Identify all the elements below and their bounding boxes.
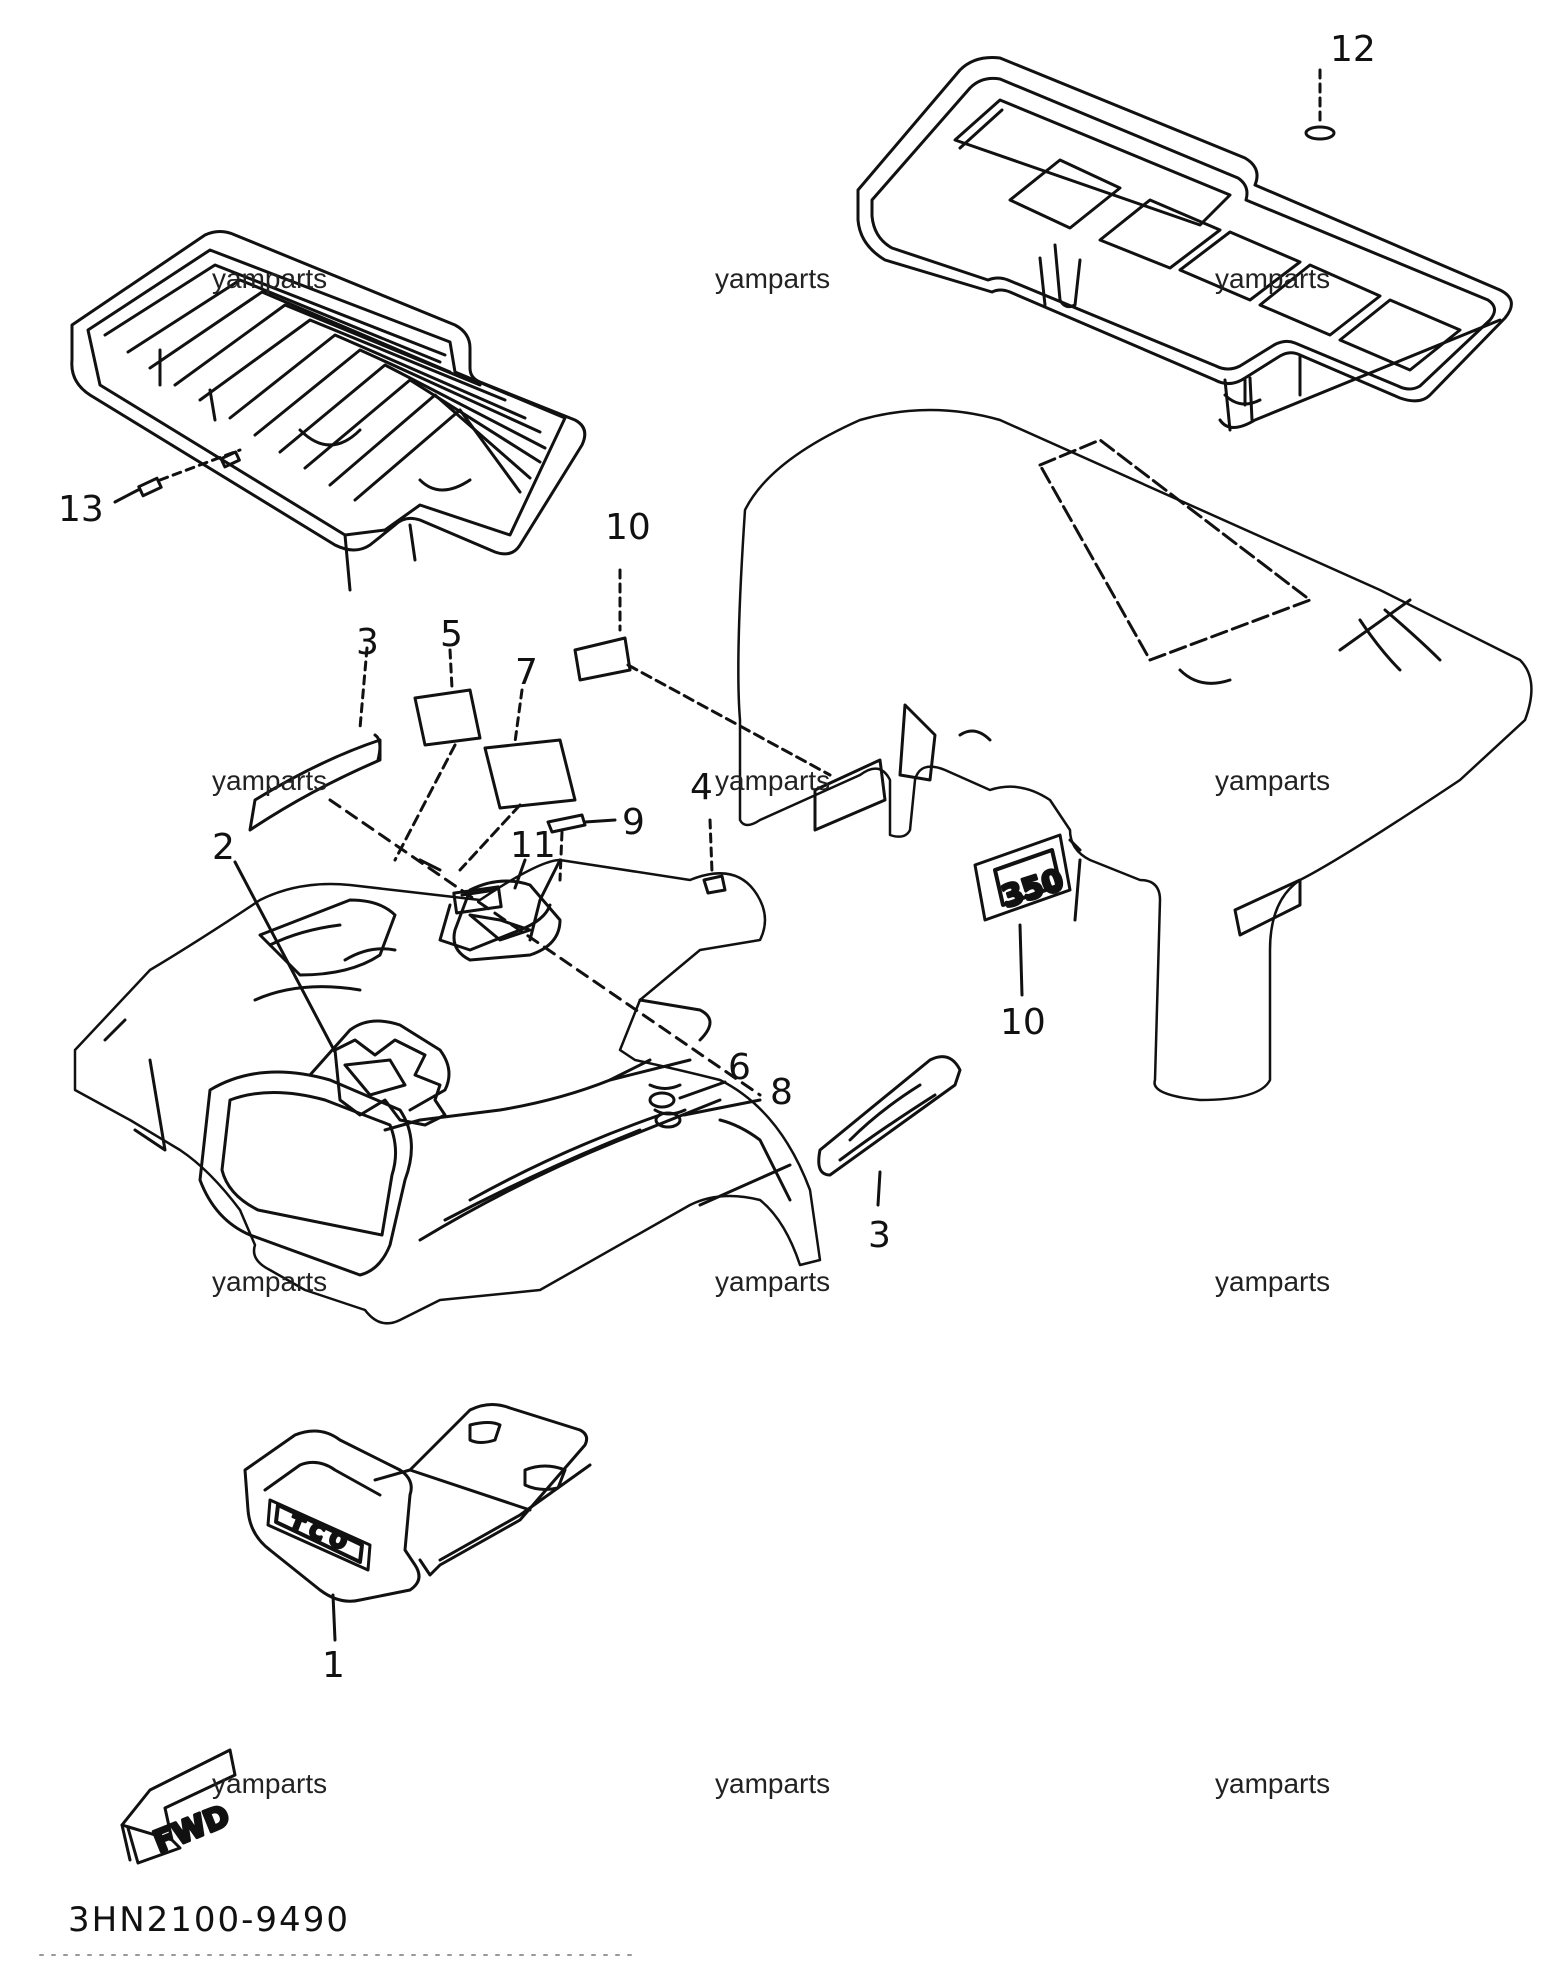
callout-10-lower: 10: [1000, 1002, 1046, 1043]
clip-part-13: [113, 448, 242, 504]
leader-part-2: [233, 860, 337, 1054]
decal-part-3-right: [817, 1055, 962, 1207]
fwd-arrow: FWD: [120, 1748, 237, 1865]
callout-1: 1: [322, 1645, 345, 1686]
decal-350-text: 350: [998, 863, 1068, 916]
callout-2: 2: [212, 827, 235, 868]
callout-12: 12: [1330, 29, 1376, 70]
part-6-8: [648, 1080, 762, 1129]
watermark: yamparts: [212, 765, 328, 796]
callout-5: 5: [440, 614, 463, 655]
decal-part-3-left: [248, 646, 762, 1097]
watermark: yamparts: [212, 263, 328, 294]
callout-7: 7: [515, 652, 538, 693]
part-4: [702, 818, 727, 895]
watermark: yamparts: [1215, 263, 1331, 294]
part-1-cover: T C O: [243, 1403, 592, 1642]
callout-4: 4: [690, 767, 713, 808]
decal-part-2: [333, 1038, 447, 1127]
diagram-code: 3HN2100-9490: [68, 1900, 350, 1940]
front-carrier: [70, 230, 587, 592]
watermark: yamparts: [715, 1768, 831, 1799]
fwd-arrow-text: FWD: [149, 1798, 235, 1860]
watermark: yamparts: [715, 765, 831, 796]
watermark: yamparts: [715, 1266, 831, 1297]
callout-3-right: 3: [868, 1215, 891, 1256]
callout-3-left: 3: [356, 622, 379, 663]
part-11: [452, 858, 527, 915]
callout-6: 6: [728, 1047, 751, 1088]
part-9: [546, 813, 617, 882]
decal-350: 350: [973, 833, 1072, 922]
callout-8: 8: [770, 1072, 793, 1113]
sticker-part-7: [458, 688, 577, 872]
clip-part-12: [1304, 68, 1336, 141]
callout-10-top: 10: [605, 507, 651, 548]
watermark: yamparts: [1215, 1768, 1331, 1799]
watermark: yamparts: [1215, 765, 1331, 796]
rear-fender: [737, 408, 1533, 1102]
rear-carrier: [856, 56, 1513, 432]
watermark: yamparts: [212, 1768, 328, 1799]
sticker-part-5: [393, 648, 482, 862]
callout-11: 11: [510, 825, 556, 866]
leader-part-10-lower: [1018, 923, 1024, 997]
watermark: yamparts: [212, 1266, 328, 1297]
callout-9: 9: [622, 802, 645, 843]
front-fender: [73, 858, 822, 1325]
watermark: yamparts: [715, 263, 831, 294]
sticker-part-10: [573, 568, 832, 777]
callout-13: 13: [58, 489, 104, 530]
watermark: yamparts: [1215, 1266, 1331, 1297]
